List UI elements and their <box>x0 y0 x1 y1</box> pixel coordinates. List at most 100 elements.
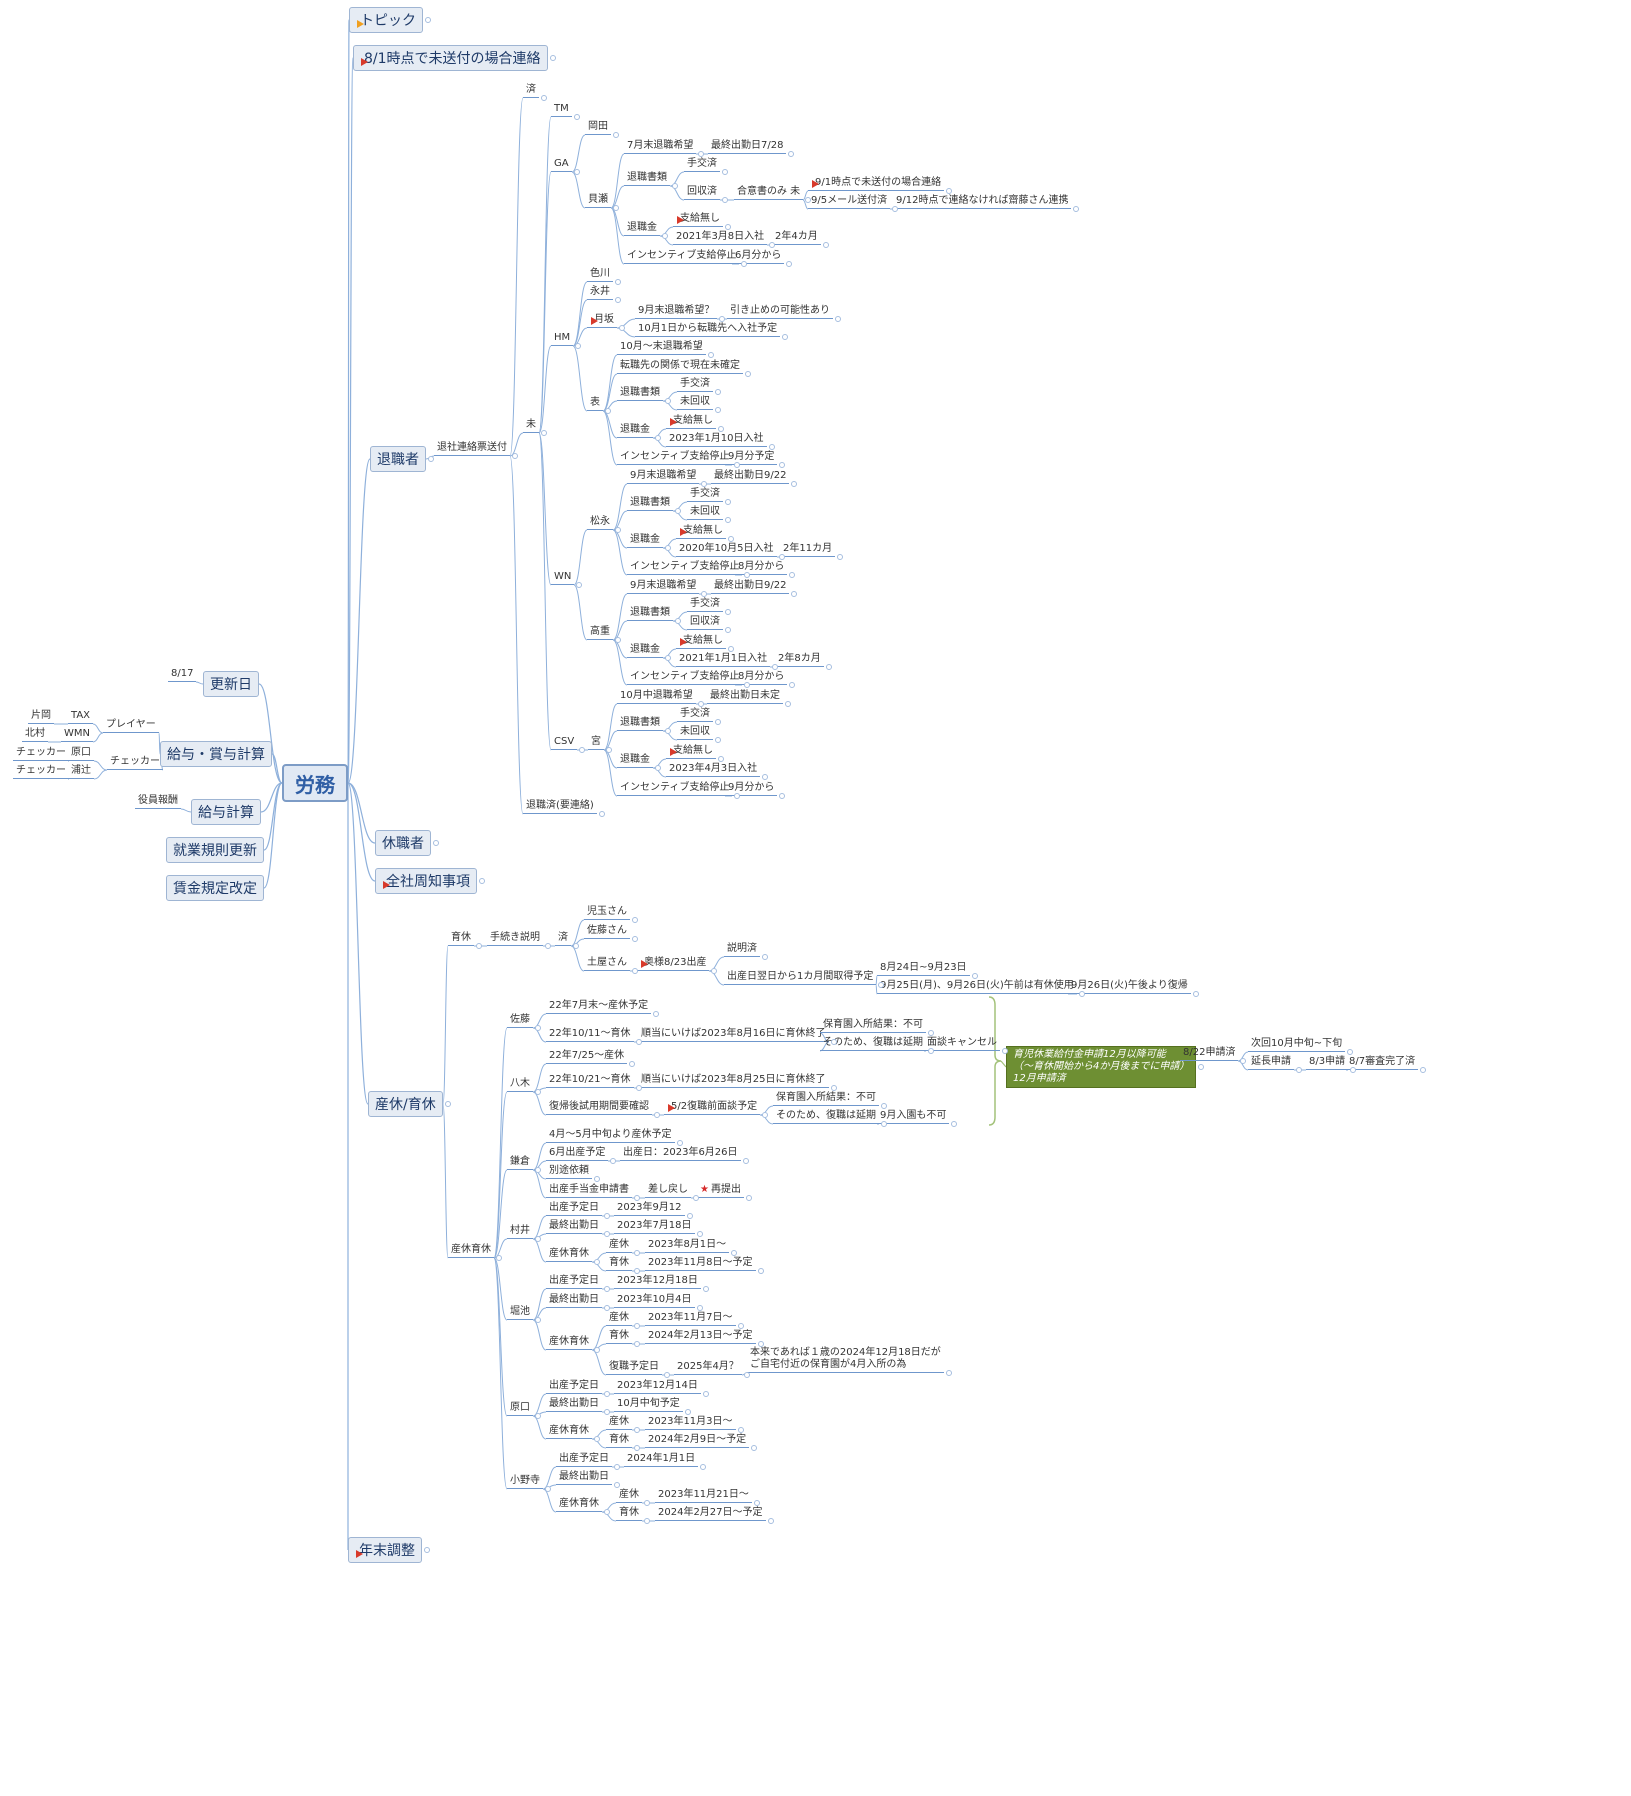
node-handle-icon[interactable] <box>579 747 585 753</box>
node-mi_incent[interactable]: インセンティブ支給停止 <box>617 782 733 796</box>
node-taisha_renraku[interactable]: 退社連絡票送付 <box>434 442 510 456</box>
node-k_6gatsu[interactable]: 6月分から <box>732 250 785 264</box>
node-ts_10[interactable]: 10月1日から転職先へ入社予定 <box>635 323 781 337</box>
node-handle-icon[interactable] <box>632 936 638 942</box>
node-hr_iku[interactable]: 育休 <box>606 1434 632 1448</box>
node-sa_sonotame[interactable]: そのため、復職は延期 <box>820 1037 926 1051</box>
node-tm[interactable]: TM <box>551 103 572 117</box>
node-om_incent[interactable]: インセンティブ支給停止 <box>617 451 733 465</box>
node-on_yotei[interactable]: 出産予定日 <box>556 1453 612 1467</box>
node-handle-icon[interactable] <box>655 765 661 771</box>
node-handle-icon[interactable] <box>779 793 785 799</box>
node-hr_san[interactable]: 産休 <box>606 1416 632 1430</box>
node-ya_725[interactable]: 22年7/25〜産休 <box>546 1050 628 1064</box>
node-handle-icon[interactable] <box>573 943 579 949</box>
node-ka_shussanbi[interactable]: 出産日：2023年6月26日 <box>620 1147 741 1161</box>
node-k_7gatsu[interactable]: 7月末退職希望 <box>624 140 697 154</box>
node-k_kin[interactable]: 退職金 <box>624 222 660 236</box>
node-ho_yotei[interactable]: 出産予定日 <box>546 1275 602 1289</box>
node-handle-icon[interactable] <box>738 1323 744 1329</box>
node-handle-icon[interactable] <box>575 343 581 349</box>
node-handle-icon[interactable] <box>594 1176 600 1182</box>
node-handle-icon[interactable] <box>634 1445 640 1451</box>
node-handle-icon[interactable] <box>535 1025 541 1031</box>
node-shussan1m[interactable]: 出産日翌日から1カ月間取得予定 <box>724 971 877 985</box>
node-handle-icon[interactable] <box>725 627 731 633</box>
node-taishokuzumi[interactable]: 退職済(要連絡) <box>523 800 597 814</box>
node-handle-icon[interactable] <box>703 1286 709 1292</box>
node-handle-icon[interactable] <box>972 973 978 979</box>
node-handle-icon[interactable] <box>715 737 721 743</box>
node-handle-icon[interactable] <box>837 554 843 560</box>
node-ya_52[interactable]: 5/2復職前面談予定 <box>664 1101 761 1115</box>
node-on_last[interactable]: 最終出勤日 <box>556 1471 612 1485</box>
node-irokawa[interactable]: 色川 <box>587 268 613 282</box>
node-handle-icon[interactable] <box>614 1464 620 1470</box>
node-handle-icon[interactable] <box>831 1085 837 1091</box>
node-handle-icon[interactable] <box>718 756 724 762</box>
node-handle-icon[interactable] <box>665 545 671 551</box>
node-m801[interactable]: 8/1時点で未送付の場合連絡 <box>353 45 548 71</box>
node-handle-icon[interactable] <box>535 1317 541 1323</box>
node-handle-icon[interactable] <box>881 1103 887 1109</box>
node-handle-icon[interactable] <box>665 398 671 404</box>
node-handle-icon[interactable] <box>715 389 721 395</box>
node-ka_betto[interactable]: 別途依頼 <box>546 1165 592 1179</box>
node-sa_hoiku[interactable]: 保育園入所結果：不可 <box>820 1019 926 1033</box>
node-ts_hiki[interactable]: 引き止めの可能性あり <box>727 305 833 319</box>
node-handle-icon[interactable] <box>604 1509 610 1515</box>
node-ma_8[interactable]: 8月分から <box>735 561 788 575</box>
node-ka_6[interactable]: 6月出産予定 <box>546 1147 609 1161</box>
node-handle-icon[interactable] <box>751 1445 757 1451</box>
node-kamakura[interactable]: 鎌倉 <box>507 1156 533 1170</box>
node-handle-icon[interactable] <box>664 1372 670 1378</box>
node-handle-icon[interactable] <box>594 1347 600 1353</box>
node-handle-icon[interactable] <box>725 499 731 505</box>
node-handle-icon[interactable] <box>779 462 785 468</box>
node-handle-icon[interactable] <box>768 1518 774 1524</box>
node-handle-icon[interactable] <box>881 1121 887 1127</box>
node-mi_nashi[interactable]: 支給無し <box>666 745 716 759</box>
node-handle-icon[interactable] <box>613 132 619 138</box>
node-handle-icon[interactable] <box>762 1112 768 1118</box>
node-mu_san[interactable]: 産休 <box>606 1239 632 1253</box>
node-handle-icon[interactable] <box>629 1061 635 1067</box>
node-handle-icon[interactable] <box>425 17 431 23</box>
node-on_iku_v[interactable]: 2024年2月27日〜予定 <box>655 1507 766 1521</box>
node-handle-icon[interactable] <box>1420 1067 1426 1073</box>
node-ta_nyu[interactable]: 2021年1月1日入社 <box>676 653 771 667</box>
node-mi_kin[interactable]: 退職金 <box>617 754 653 768</box>
node-handle-icon[interactable] <box>823 242 829 248</box>
node-tsuchiya[interactable]: 土屋さん <box>584 957 630 971</box>
node-k_tekozumi[interactable]: 手交済 <box>684 158 720 172</box>
node-handle-icon[interactable] <box>715 407 721 413</box>
node-handle-icon[interactable] <box>745 371 751 377</box>
node-handle-icon[interactable] <box>700 1464 706 1470</box>
node-handle-icon[interactable] <box>1347 1049 1353 1055</box>
node-handle-icon[interactable] <box>535 1167 541 1173</box>
node-handle-icon[interactable] <box>697 1231 703 1237</box>
node-handle-icon[interactable] <box>805 197 811 203</box>
node-handle-icon[interactable] <box>576 582 582 588</box>
node-om_10[interactable]: 10月〜末退職希望 <box>617 341 706 355</box>
node-handle-icon[interactable] <box>574 114 580 120</box>
node-setsumeizumi[interactable]: 説明済 <box>724 943 760 957</box>
node-hr_sanku[interactable]: 産休育休 <box>546 1425 592 1439</box>
node-handle-icon[interactable] <box>731 1250 737 1256</box>
node-csv[interactable]: CSV <box>551 736 578 750</box>
node-handle-icon[interactable] <box>728 536 734 542</box>
node-sa_1011[interactable]: 22年10/11〜育休 <box>546 1028 634 1042</box>
node-handle-icon[interactable] <box>665 728 671 734</box>
node-handle-icon[interactable] <box>789 682 795 688</box>
node-handle-icon[interactable] <box>636 1085 642 1091</box>
node-hm[interactable]: HM <box>551 332 574 346</box>
node-ta_incent[interactable]: インセンティブ支給停止 <box>627 671 743 685</box>
node-mi_shorui[interactable]: 退職書類 <box>617 717 663 731</box>
node-handle-icon[interactable] <box>610 1158 616 1164</box>
node-handle-icon[interactable] <box>693 1195 699 1201</box>
node-kyuyo2[interactable]: 給与計算 <box>191 799 261 825</box>
node-mi_nyu[interactable]: 2023年4月3日入社 <box>666 763 761 777</box>
node-ho_honrai[interactable]: 本来であれば１歳の2024年12月18日だが ご自宅付近の保育園が4月入所の為 <box>747 1347 944 1373</box>
node-ma_nyu[interactable]: 2020年10月5日入社 <box>676 543 777 557</box>
node-kitamura[interactable]: 北村 <box>22 728 48 742</box>
